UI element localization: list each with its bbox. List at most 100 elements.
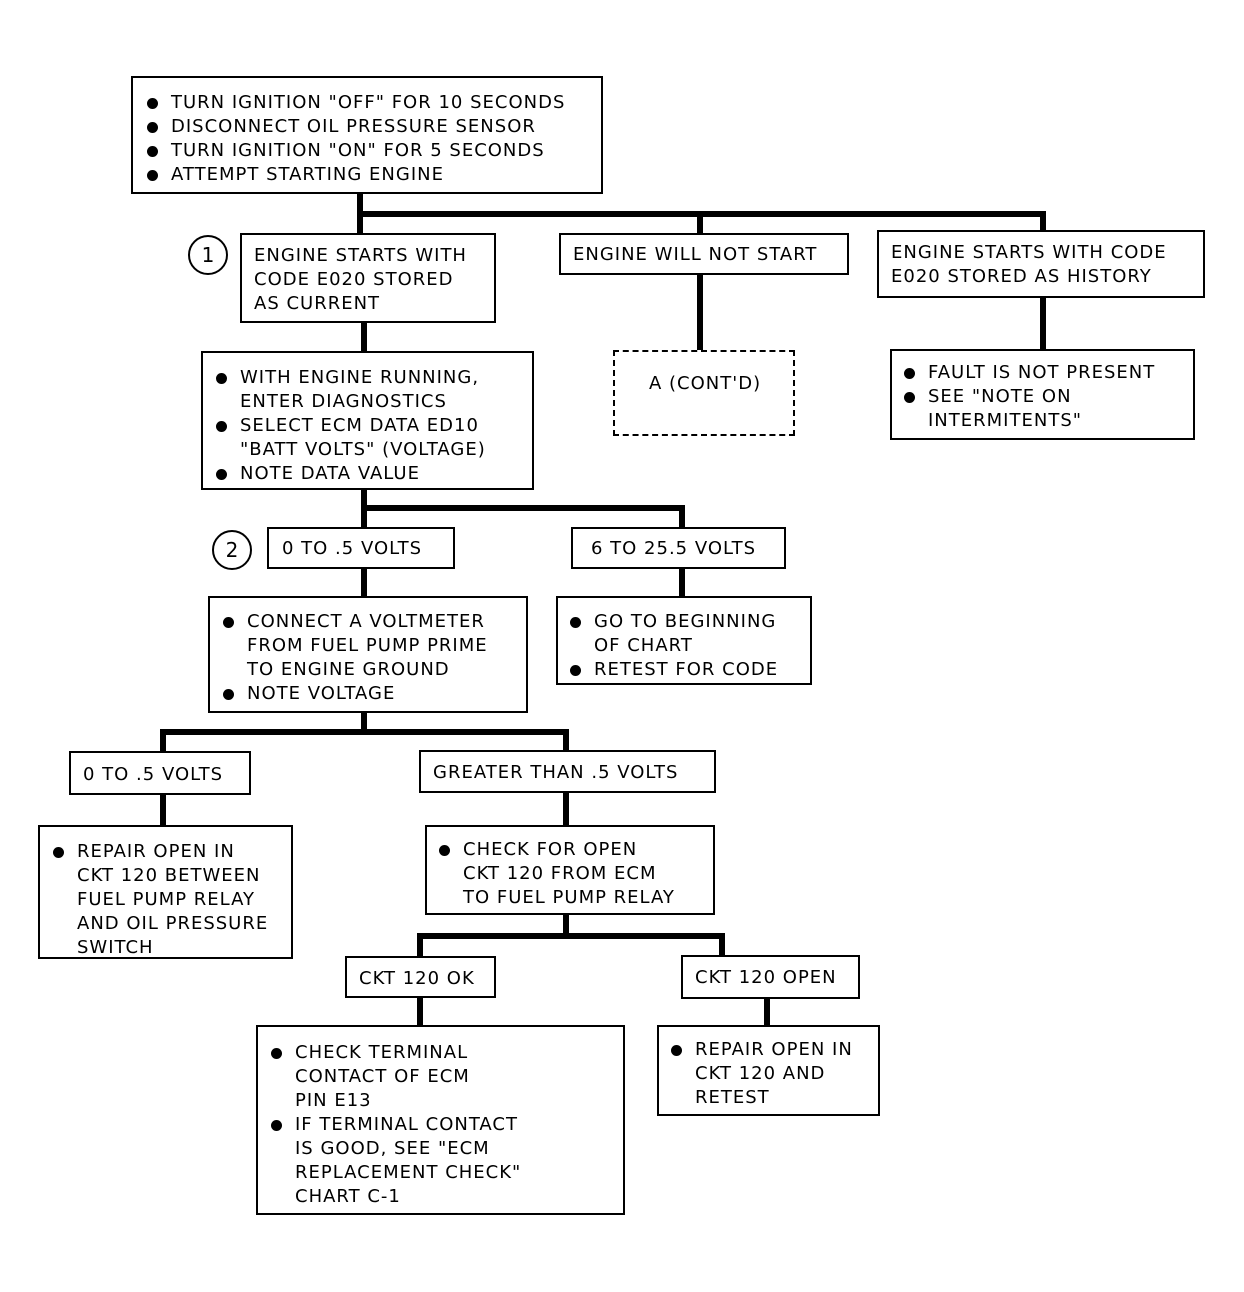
box-text: ENGINE STARTS WITH CODE E020 STORED AS HI… bbox=[891, 241, 1203, 289]
zero-to-half-volts-box-2: 0 TO .5 VOLTS bbox=[69, 751, 251, 795]
bullet-text-line: WITH ENGINE RUNNING, bbox=[240, 367, 480, 388]
bullet-icon bbox=[147, 122, 158, 133]
box-text: CKT 120 OK bbox=[359, 967, 494, 991]
bullet-icon bbox=[216, 373, 227, 384]
bullet-text-line: INTERMITENTS" bbox=[928, 410, 1083, 431]
bullet-text-line: CKT 120 FROM ECM bbox=[463, 863, 657, 884]
box-text: 0 TO .5 VOLTS bbox=[282, 537, 453, 561]
bullet-icon bbox=[147, 98, 158, 109]
bullet-text-line: TURN IGNITION "OFF" FOR 10 SECONDS bbox=[171, 92, 566, 113]
bullet-text-line: CHECK TERMINAL bbox=[295, 1042, 469, 1063]
bullet-text-line: REPAIR OPEN IN bbox=[695, 1039, 853, 1060]
bullet-text-line: SELECT ECM DATA ED10 bbox=[240, 415, 479, 436]
text-line: CODE E020 STORED bbox=[254, 269, 454, 290]
bullet-item: SEE "NOTE ON INTERMITENTS" bbox=[904, 385, 1193, 433]
text-line: GREATER THAN .5 VOLTS bbox=[433, 762, 679, 783]
bullet-text-line: TO ENGINE GROUND bbox=[247, 659, 450, 680]
bullet-icon bbox=[439, 845, 450, 856]
bullet-text-line: FUEL PUMP RELAY bbox=[77, 889, 256, 910]
step-marker-2: 2 bbox=[212, 530, 252, 570]
box-text: 0 TO .5 VOLTS bbox=[83, 763, 249, 787]
bullet-text-line: FROM FUEL PUMP PRIME bbox=[247, 635, 488, 656]
engine-starts-history-box: ENGINE STARTS WITH CODE E020 STORED AS HI… bbox=[877, 230, 1205, 298]
box-text: A (CONT'D) bbox=[649, 372, 793, 396]
bullet-icon bbox=[223, 689, 234, 700]
bullet-list: REPAIR OPEN IN CKT 120 BETWEEN FUEL PUMP R… bbox=[53, 840, 291, 960]
bullet-item: CHECK FOR OPEN CKT 120 FROM ECM TO FUEL PU… bbox=[439, 838, 713, 910]
bullet-item: WITH ENGINE RUNNING, ENTER DIAGNOSTICS bbox=[216, 366, 532, 414]
bullet-icon bbox=[570, 617, 581, 628]
text-line: AS CURRENT bbox=[254, 293, 381, 314]
text-line: 0 TO .5 VOLTS bbox=[83, 764, 224, 785]
bullet-item: SELECT ECM DATA ED10"BATT VOLTS" (VOLTAG… bbox=[216, 414, 532, 462]
bullet-text-line: SEE "NOTE ON bbox=[928, 386, 1072, 407]
bullet-text-line: NOTE DATA VALUE bbox=[240, 463, 420, 484]
bullet-text-line: ENTER DIAGNOSTICS bbox=[240, 391, 447, 412]
bullet-item: CONNECT A VOLTMETER FROM FUEL PUMP PRIME T… bbox=[223, 610, 526, 682]
engine-will-not-start-box: ENGINE WILL NOT START bbox=[559, 233, 849, 275]
bullet-text-line: RETEST FOR CODE bbox=[594, 659, 779, 680]
greater-than-half-volts-box: GREATER THAN .5 VOLTS bbox=[419, 750, 716, 793]
ckt120-open-box: CKT 120 OPEN bbox=[681, 955, 860, 999]
bullet-item: RETEST FOR CODE bbox=[570, 658, 810, 682]
text-line: CKT 120 OK bbox=[359, 968, 475, 989]
bullet-icon bbox=[271, 1120, 282, 1131]
box-text: GREATER THAN .5 VOLTS bbox=[433, 761, 714, 785]
box-text: ENGINE WILL NOT START bbox=[573, 243, 847, 267]
bullet-icon bbox=[216, 421, 227, 432]
check-for-open-box: CHECK FOR OPEN CKT 120 FROM ECM TO FUEL PU… bbox=[425, 825, 715, 915]
bullet-icon bbox=[904, 368, 915, 379]
bullet-item: NOTE VOLTAGE bbox=[223, 682, 526, 706]
bullet-item: REPAIR OPEN IN CKT 120 BETWEEN FUEL PUMP R… bbox=[53, 840, 291, 960]
bullet-text-line: ATTEMPT STARTING ENGINE bbox=[171, 164, 444, 185]
bullet-text-line: IF TERMINAL CONTACT bbox=[295, 1114, 518, 1135]
bullet-text-line: OF CHART bbox=[594, 635, 693, 656]
step-marker-1: 1 bbox=[188, 235, 228, 275]
bullet-text-line: CHECK FOR OPEN bbox=[463, 839, 638, 860]
text-line: ENGINE STARTS WITH CODE bbox=[891, 242, 1167, 263]
text-line: CKT 120 OPEN bbox=[695, 967, 837, 988]
bullet-text-line: SWITCH bbox=[77, 937, 154, 958]
bullet-icon bbox=[223, 617, 234, 628]
text-line: E020 STORED AS HISTORY bbox=[891, 266, 1152, 287]
bullet-list: CHECK FOR OPEN CKT 120 FROM ECM TO FUEL PU… bbox=[439, 838, 713, 910]
bullet-item: NOTE DATA VALUE bbox=[216, 462, 532, 486]
box-text: CKT 120 OPEN bbox=[695, 966, 858, 990]
bullet-icon bbox=[147, 170, 158, 181]
continuation-ref-box: A (CONT'D) bbox=[613, 350, 795, 436]
bullet-item: DISCONNECT OIL PRESSURE SENSOR bbox=[147, 115, 601, 139]
bullet-item: TURN IGNITION "OFF" FOR 10 SECONDS bbox=[147, 91, 601, 115]
ckt120-ok-box: CKT 120 OK bbox=[345, 956, 496, 998]
bullet-item: FAULT IS NOT PRESENT bbox=[904, 361, 1193, 385]
bullet-text-line: CKT 120 BETWEEN bbox=[77, 865, 261, 886]
text-line: 0 TO .5 VOLTS bbox=[282, 538, 423, 559]
bullet-text-line: PIN E13 bbox=[295, 1090, 372, 1111]
bullet-icon bbox=[216, 469, 227, 480]
bullet-text-line: RETEST bbox=[695, 1087, 770, 1108]
bullet-icon bbox=[53, 847, 64, 858]
bullet-text-line: TO FUEL PUMP RELAY bbox=[463, 887, 675, 908]
bullet-text-line: REPLACEMENT CHECK" bbox=[295, 1162, 522, 1183]
bullet-text-line: NOTE VOLTAGE bbox=[247, 683, 396, 704]
bullet-text-line: CKT 120 AND bbox=[695, 1063, 826, 1084]
bullet-item: REPAIR OPEN IN CKT 120 AND RETEST bbox=[671, 1038, 878, 1110]
bullet-list: REPAIR OPEN IN CKT 120 AND RETEST bbox=[671, 1038, 878, 1110]
bullet-text-line: REPAIR OPEN IN bbox=[77, 841, 235, 862]
repair-open-relay-box: REPAIR OPEN IN CKT 120 BETWEEN FUEL PUMP R… bbox=[38, 825, 293, 959]
bullet-text-line: CONNECT A VOLTMETER bbox=[247, 611, 485, 632]
bullet-item: TURN IGNITION "ON" FOR 5 SECONDS bbox=[147, 139, 601, 163]
